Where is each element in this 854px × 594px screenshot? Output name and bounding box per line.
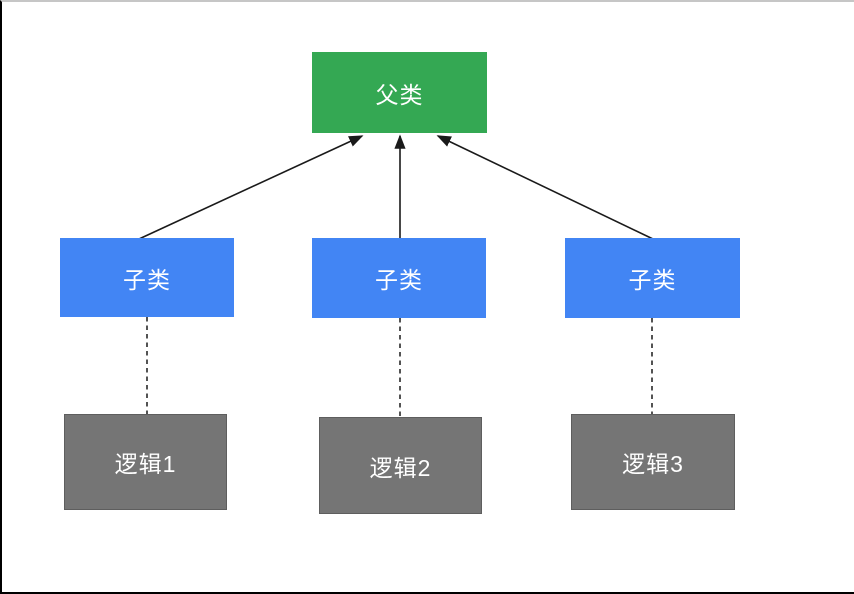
child-class-label-3: 子类	[628, 267, 677, 293]
logic-node-1: 逻辑1	[64, 414, 227, 510]
child-class-node-3: 子类	[565, 238, 740, 318]
inheritance-arrow-right	[436, 135, 654, 240]
logic-node-3: 逻辑3	[571, 414, 735, 510]
inheritance-arrow-left	[138, 135, 364, 240]
logic-label-1: 逻辑1	[114, 451, 177, 477]
child-class-label-1: 子类	[123, 266, 171, 293]
parent-class-label: 父类	[375, 81, 424, 108]
parent-class-node: 父类	[312, 52, 487, 133]
logic-node-2: 逻辑2	[319, 417, 482, 514]
child-class-node-2: 子类	[312, 238, 486, 318]
logic-label-3: 逻辑3	[622, 451, 684, 477]
child-class-label-2: 子类	[375, 267, 423, 293]
logic-label-2: 逻辑2	[369, 454, 432, 481]
child-class-node-1: 子类	[60, 238, 234, 317]
